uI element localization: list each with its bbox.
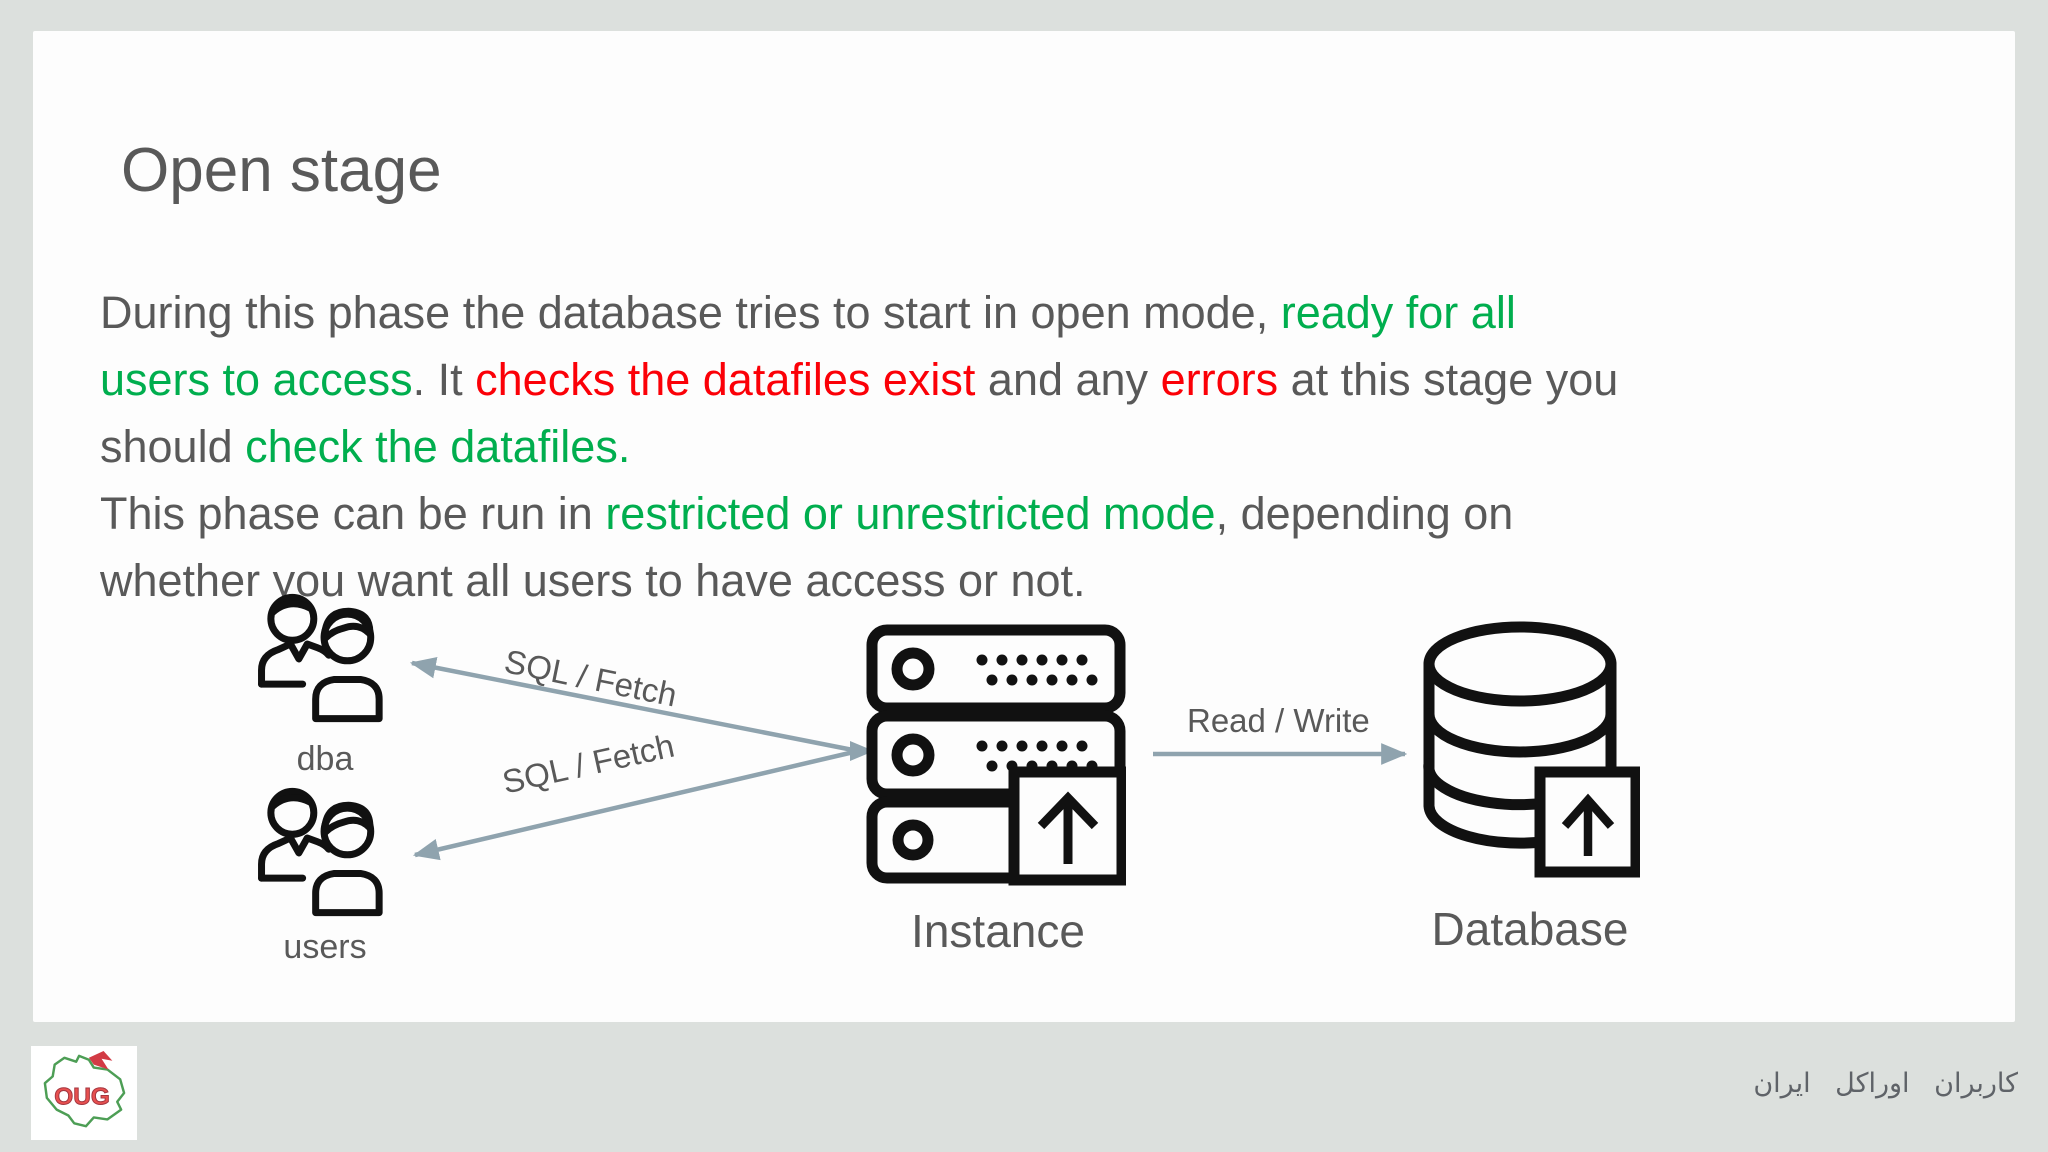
iran-map-icon: OUG xyxy=(43,1050,126,1128)
read-write-label: Read / Write xyxy=(1187,702,1370,739)
body-text-line: should check the datafiles. xyxy=(100,413,2030,480)
body-paragraph: During this phase the database tries to … xyxy=(100,279,2030,614)
footer-farsi-text: کاربران اوراکل ایران xyxy=(1753,1068,2018,1099)
page-title: Open stage xyxy=(121,136,442,205)
body-text-line: whether you want all users to have acces… xyxy=(100,547,2030,614)
text-segment-gray: and any xyxy=(975,354,1161,405)
text-segment-gray: This phase can be run in xyxy=(100,488,606,539)
body-text-line: This phase can be run in restricted or u… xyxy=(100,480,2030,547)
oug-logo: OUG xyxy=(31,1046,137,1140)
upload-arrow-icon xyxy=(1534,766,1640,878)
text-segment-red: errors xyxy=(1160,354,1279,405)
text-segment-green: ready for all xyxy=(1280,287,1516,338)
database-cylinder-icon xyxy=(1423,621,1640,878)
text-segment-red: checks the datafiles exist xyxy=(475,354,976,405)
text-segment-green: restricted or unrestricted mode xyxy=(605,488,1216,539)
upload-arrow-icon xyxy=(1008,766,1126,886)
text-segment-gray: should xyxy=(100,421,246,472)
text-segment-gray: whether you want all users to have acces… xyxy=(100,555,1086,606)
text-segment-gray: , depending on xyxy=(1215,488,1514,539)
text-segment-gray: During this phase the database tries to … xyxy=(100,287,1281,338)
text-segment-gray: at this stage you xyxy=(1278,354,1619,405)
instance-label: Instance xyxy=(911,905,1085,957)
dba-label: dba xyxy=(296,740,354,778)
database-label: Database xyxy=(1431,903,1629,955)
users-label: users xyxy=(283,928,367,966)
body-text-line: During this phase the database tries to … xyxy=(100,279,2030,346)
text-segment-green: check the datafiles. xyxy=(245,421,631,472)
users-people-icon xyxy=(258,787,383,917)
logo-text: OUG xyxy=(54,1084,110,1111)
body-text-line: users to access. It checks the datafiles… xyxy=(100,346,2030,413)
instance-server-icon xyxy=(866,624,1126,886)
text-segment-gray: . It xyxy=(412,354,476,405)
text-segment-green: users to access xyxy=(100,354,413,405)
dba-people-icon xyxy=(258,593,383,723)
